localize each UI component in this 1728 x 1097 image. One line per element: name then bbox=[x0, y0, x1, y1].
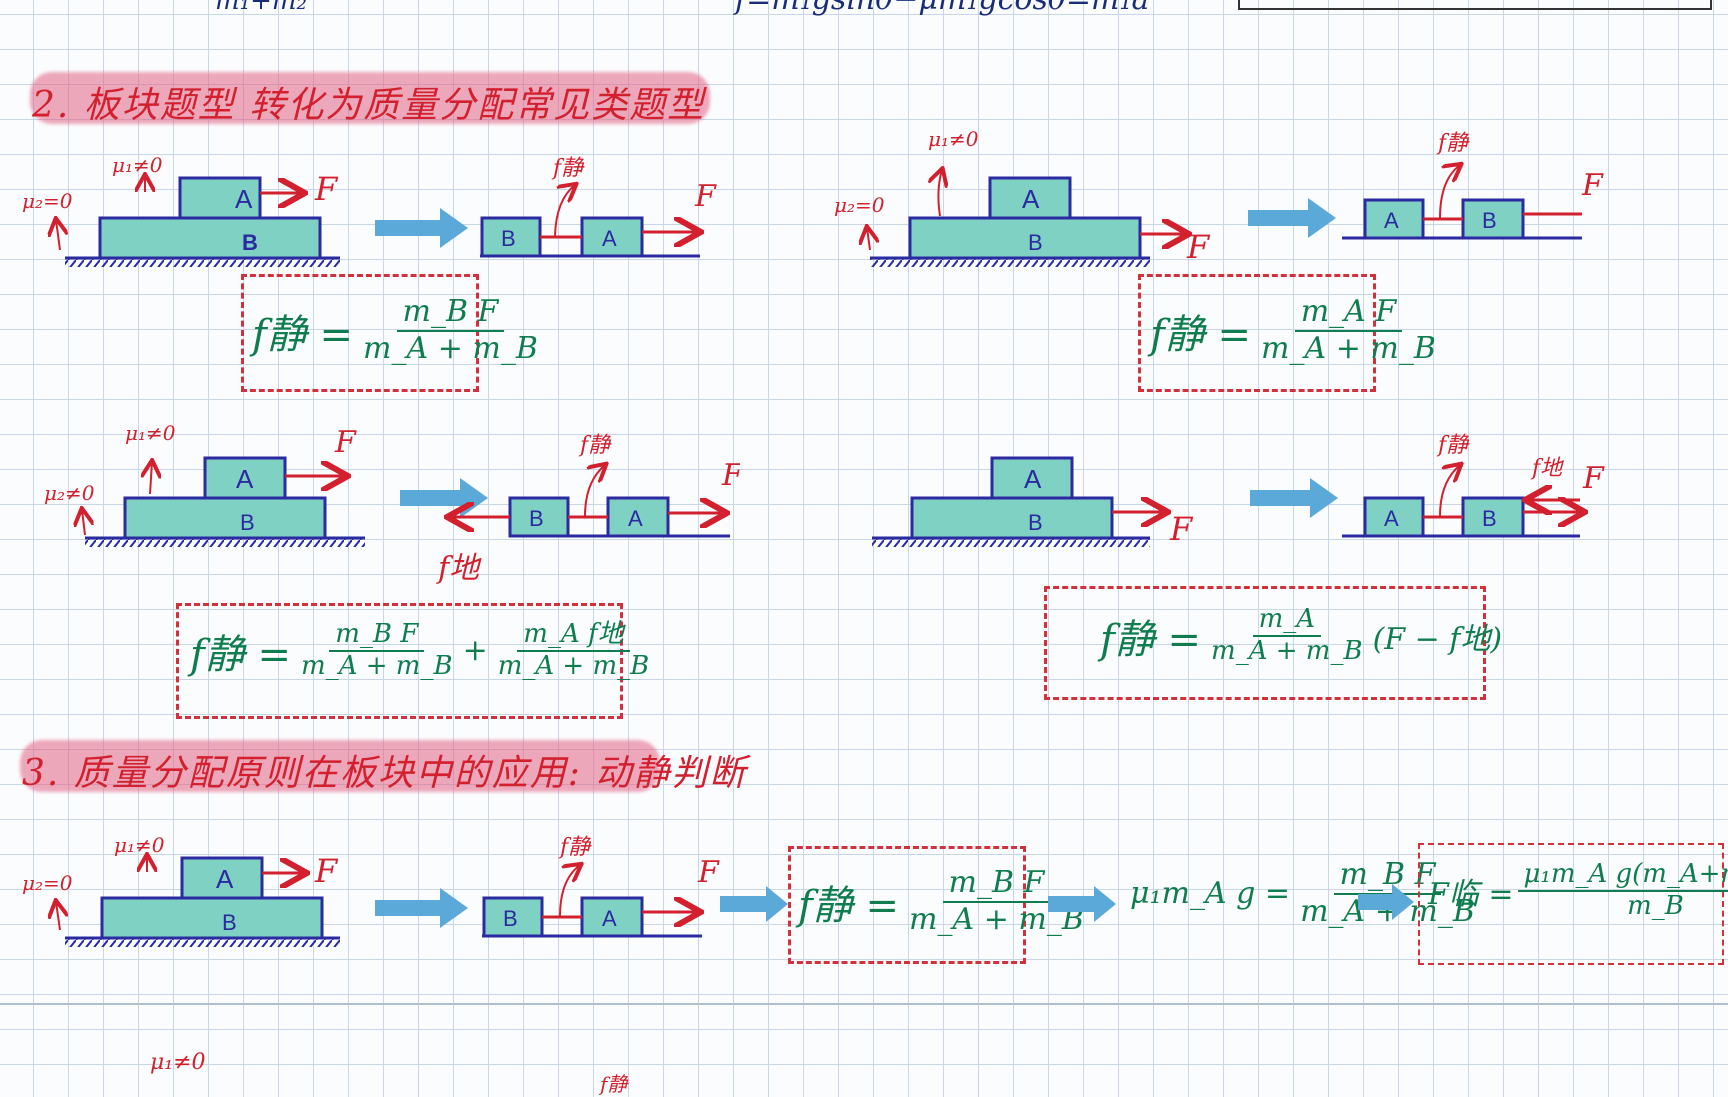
svg-text:B: B bbox=[240, 510, 255, 535]
svg-text:f静: f静 bbox=[1436, 131, 1470, 156]
svg-text:B: B bbox=[1482, 208, 1497, 233]
diagram-3: B A F μ₁≠0 μ₂≠0 B A F f地 f静 bbox=[40, 410, 740, 590]
svg-text:F: F bbox=[694, 179, 717, 214]
formula-1-denominator: m_A + m_B bbox=[357, 332, 544, 367]
formula-3-lhs: f静 = bbox=[190, 622, 291, 680]
svg-text:A: A bbox=[235, 184, 253, 214]
formula-4-denominator: m_A + m_B bbox=[1205, 637, 1369, 667]
svg-text:B: B bbox=[1482, 506, 1497, 531]
formula-2-numerator: m_A F bbox=[1295, 295, 1402, 332]
formula-5-numerator: m_B F bbox=[943, 866, 1051, 903]
svg-text:F: F bbox=[314, 852, 339, 890]
formula-3-denominator-2: m_A + m_B bbox=[492, 652, 656, 682]
svg-text:F: F bbox=[314, 170, 339, 208]
svg-text:B: B bbox=[242, 230, 258, 255]
formula-6-lhs: μ₁m_A g = bbox=[1130, 876, 1290, 911]
top-partial-equation: f=m₁gsinθ−μm₁gcosθ=m₁a bbox=[735, 0, 1149, 17]
svg-text:f静: f静 bbox=[558, 835, 592, 860]
bottom-partial-mu: μ₁≠0 bbox=[150, 1050, 206, 1075]
section2-heading: 2. 板块题型 转化为质量分配常见类题型 bbox=[32, 76, 705, 128]
top-partial-left: m₁+m₂ bbox=[215, 0, 307, 16]
svg-text:A: A bbox=[602, 226, 617, 251]
svg-text:A: A bbox=[236, 464, 254, 494]
svg-text:f地: f地 bbox=[436, 551, 482, 586]
diagram-2: B A F μ₁≠0 μ₂=0 A B F f静 bbox=[830, 120, 1610, 270]
formula-7-numerator: μ₁m_A g(m_A+m_B) bbox=[1518, 860, 1728, 892]
svg-text:A: A bbox=[628, 506, 643, 531]
top-partial-box bbox=[1238, 0, 1712, 10]
formula-5-lhs: f静 = bbox=[798, 873, 899, 931]
svg-text:A: A bbox=[216, 864, 234, 894]
svg-text:B: B bbox=[503, 906, 518, 931]
svg-text:F: F bbox=[1581, 168, 1604, 203]
svg-text:B: B bbox=[1028, 510, 1043, 535]
svg-text:A: A bbox=[1024, 464, 1042, 494]
svg-text:B: B bbox=[222, 910, 237, 935]
svg-text:F: F bbox=[1186, 228, 1211, 266]
arrow-to-formula-6 bbox=[1046, 884, 1118, 924]
formula-7-denominator: m_B bbox=[1621, 892, 1690, 922]
svg-text:μ₂≠0: μ₂≠0 bbox=[44, 481, 95, 505]
svg-text:A: A bbox=[1384, 208, 1399, 233]
svg-text:μ₂=0: μ₂=0 bbox=[22, 189, 73, 213]
formula-3-denominator-1: m_A + m_B bbox=[295, 652, 459, 682]
svg-text:f地: f地 bbox=[1530, 456, 1564, 481]
formula-2-lhs: f静 = bbox=[1150, 302, 1251, 360]
svg-text:A: A bbox=[1022, 184, 1040, 214]
formula-1-numerator: m_B F bbox=[397, 295, 505, 332]
svg-text:μ₂=0: μ₂=0 bbox=[22, 871, 73, 895]
svg-text:μ₁≠0: μ₁≠0 bbox=[928, 127, 979, 151]
formula-3-numerator-1: m_B F bbox=[329, 620, 424, 652]
section3-heading: 3. 质量分配原则在板块中的应用: 动静判断 bbox=[22, 744, 747, 796]
svg-text:F: F bbox=[1582, 461, 1605, 496]
svg-text:f静: f静 bbox=[1436, 433, 1470, 458]
formula-2-denominator: m_A + m_B bbox=[1255, 332, 1442, 367]
formula-4-tail: (F − f地) bbox=[1373, 614, 1503, 658]
formula-4-numerator: m_A bbox=[1253, 605, 1321, 637]
svg-text:A: A bbox=[602, 906, 617, 931]
svg-text:A: A bbox=[1384, 506, 1399, 531]
formula-3-plus: + bbox=[463, 633, 488, 668]
bottom-partial-f: f静 bbox=[600, 1068, 627, 1097]
diagram-5: B A F μ₁≠0 μ₂=0 B A F f静 bbox=[20, 820, 740, 950]
arrow-to-formula-5 bbox=[718, 884, 790, 924]
formula-7: F临 = μ₁m_A g(m_A+m_B)m_B bbox=[1428, 860, 1728, 922]
diagram-1: B A F μ₁≠0 μ₂=0 B A F f静 bbox=[20, 140, 720, 270]
formula-7-lhs: F临 = bbox=[1428, 869, 1514, 913]
formula-3-numerator-2: m_A f地 bbox=[517, 620, 629, 652]
svg-text:F: F bbox=[1169, 510, 1194, 548]
arrow-to-formula-7 bbox=[1356, 882, 1416, 922]
formula-1-lhs: f静 = bbox=[252, 302, 353, 360]
svg-text:μ₁≠0: μ₁≠0 bbox=[112, 153, 163, 177]
svg-text:F: F bbox=[721, 458, 740, 493]
svg-text:F: F bbox=[697, 855, 720, 890]
svg-text:μ₁≠0: μ₁≠0 bbox=[114, 833, 165, 857]
svg-text:B: B bbox=[529, 506, 544, 531]
page-divider bbox=[0, 1003, 1728, 1005]
diagram-4: B A F A B f地 F f静 bbox=[860, 410, 1620, 560]
svg-text:F: F bbox=[334, 425, 357, 460]
svg-text:f静: f静 bbox=[551, 156, 585, 181]
formula-4-lhs: f静 = bbox=[1100, 607, 1201, 665]
svg-text:μ₁≠0: μ₁≠0 bbox=[125, 421, 176, 445]
svg-text:B: B bbox=[1028, 230, 1043, 255]
svg-text:B: B bbox=[501, 226, 516, 251]
svg-text:f静: f静 bbox=[578, 433, 612, 458]
svg-text:μ₂=0: μ₂=0 bbox=[834, 193, 885, 217]
